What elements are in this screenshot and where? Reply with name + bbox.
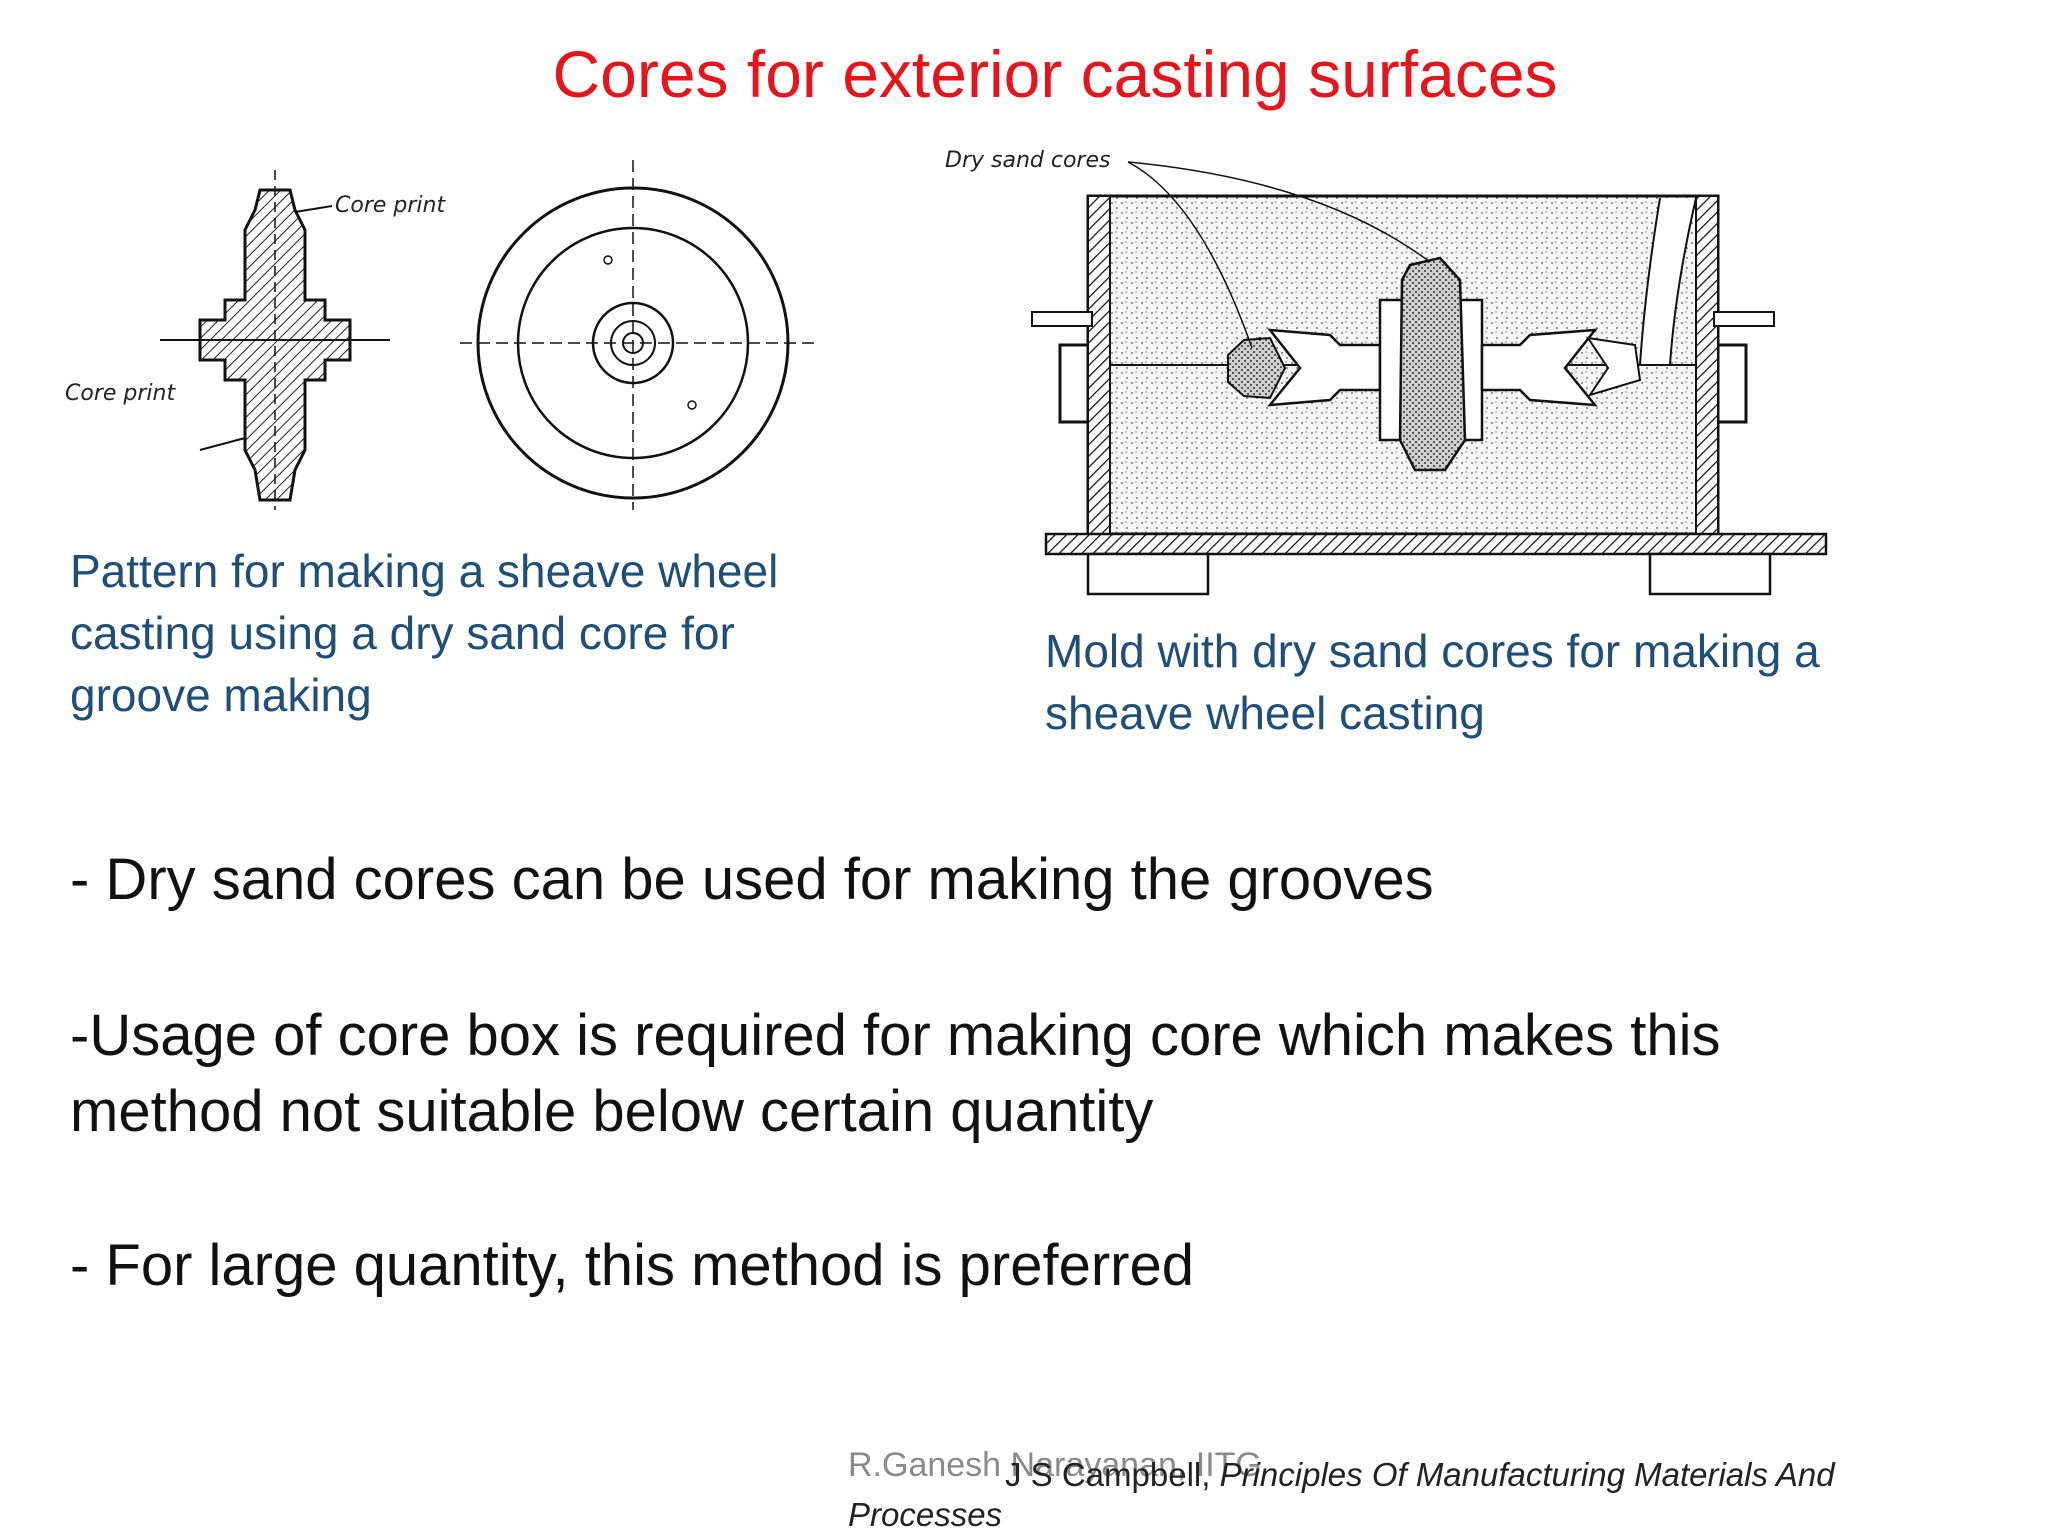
slide-title: Cores for exterior casting surfaces	[552, 37, 1558, 111]
caption-line: sheave wheel casting	[1045, 687, 1485, 739]
citation-title-cont: Processes	[848, 1496, 1003, 1533]
bullet-large-quantity: - For large quantity, this method is pre…	[70, 1233, 1194, 1298]
caption-line: groove making	[70, 669, 372, 721]
caption-line: Pattern for making a sheave wheel	[70, 545, 779, 597]
bottom-board	[1044, 532, 1828, 556]
footer-citation: J S Campbell, Principles Of Manufacturin…	[1005, 1456, 1835, 1494]
core-print-label-bottom: Core print	[65, 381, 176, 406]
bullet-dry-sand-cores: - Dry sand cores can be used for making …	[70, 847, 1434, 912]
flask-wall-right	[1695, 195, 1719, 535]
mold-figure: Dry sand cores	[945, 148, 1828, 596]
left-figure-caption: Pattern for making a sheave wheel castin…	[70, 540, 778, 726]
pattern-plan-view	[460, 160, 820, 510]
support-right	[1648, 552, 1772, 596]
core-print-label-top: Core print	[335, 193, 446, 218]
bullet-line: method not suitable below certain quanti…	[70, 1079, 1154, 1144]
right-figure-caption: Mold with dry sand cores for making a sh…	[1045, 620, 1820, 744]
pattern-section-view	[160, 170, 390, 510]
bullet-line: -Usage of core box is required for makin…	[70, 1003, 1721, 1068]
flask-wall-left	[1087, 195, 1111, 535]
footer-author: R.Ganesh Narayanan, IITG	[848, 1446, 1262, 1484]
bullet-core-box-usage: -Usage of core box is required for makin…	[70, 998, 1720, 1150]
sheave-pattern-figure: Core print Core print	[65, 160, 820, 510]
dry-sand-core-center	[1398, 256, 1467, 472]
caption-line: Mold with dry sand cores for making a	[1045, 625, 1820, 677]
citation-title: Principles Of Manufacturing Materials An…	[1219, 1456, 1835, 1493]
caption-line: casting using a dry sand core for	[70, 607, 735, 659]
citation-author: J S Campbell,	[1005, 1456, 1211, 1493]
dry-sand-cores-label: Dry sand cores	[945, 148, 1110, 173]
support-left	[1086, 552, 1210, 596]
